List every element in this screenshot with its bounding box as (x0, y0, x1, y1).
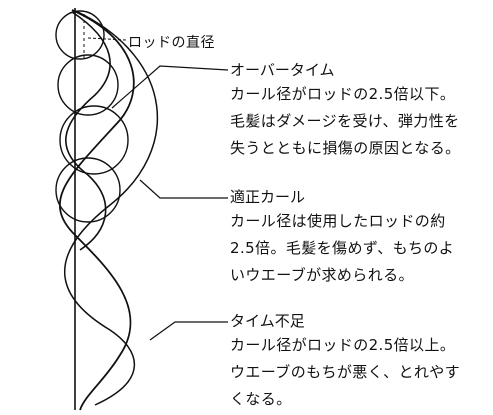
under-time-line-1: カール径がロッドの2.5倍以上。 (230, 336, 456, 354)
under-time-line-2: ウエーブのもちが悪く、とれやす (230, 363, 461, 381)
overtime-curl-wave (65, 11, 111, 251)
under-time-line-3: くなる。 (230, 390, 292, 408)
overtime-curl-circle-2 (59, 105, 129, 175)
underactive-curl-wave (64, 11, 158, 406)
under-time-annotation: タイム不足 カール径がロッドの2.5倍以上。 ウエーブのもちが悪く、とれやす く… (230, 311, 460, 413)
overtime-curl-circle-3 (55, 157, 121, 223)
proper-curl-line-3: いウエーブが求められる。 (230, 266, 414, 284)
proper-curl-title: 適正カール (230, 188, 306, 206)
underactive-leader-line (149, 321, 228, 341)
overtime-line-2: 毛髪はダメージを受け、弾力性を (230, 112, 460, 130)
rod-diameter-label: ロッドの直径 (128, 35, 215, 51)
proper-curl-annotation: 適正カール カール径は使用したロッドの約 2.5倍。毛髪を傷めず、もちのよ いウ… (230, 187, 454, 289)
overtime-title: オーバータイム (230, 61, 335, 79)
proper-leader-line (139, 179, 228, 199)
overtime-annotation: オーバータイム カール径がロッドの2.5倍以下。 毛髪はダメージを受け、弾力性を… (230, 60, 461, 162)
proper-curl-line-1: カール径は使用したロッドの約 (230, 212, 446, 230)
rod-circle (55, 10, 105, 60)
proper-curl-line-2: 2.5倍。毛髪を傷めず、もちのよ (230, 239, 455, 257)
overtime-line-3: 失うとともに損傷の原因となる。 (230, 139, 461, 157)
overtime-curl-circle-1 (57, 54, 119, 116)
overtime-leader-line (111, 65, 229, 109)
overtime-line-1: カール径がロッドの2.5倍以下。 (230, 85, 456, 103)
proper-curl-wave (58, 9, 135, 411)
under-time-title: タイム不足 (230, 312, 305, 330)
